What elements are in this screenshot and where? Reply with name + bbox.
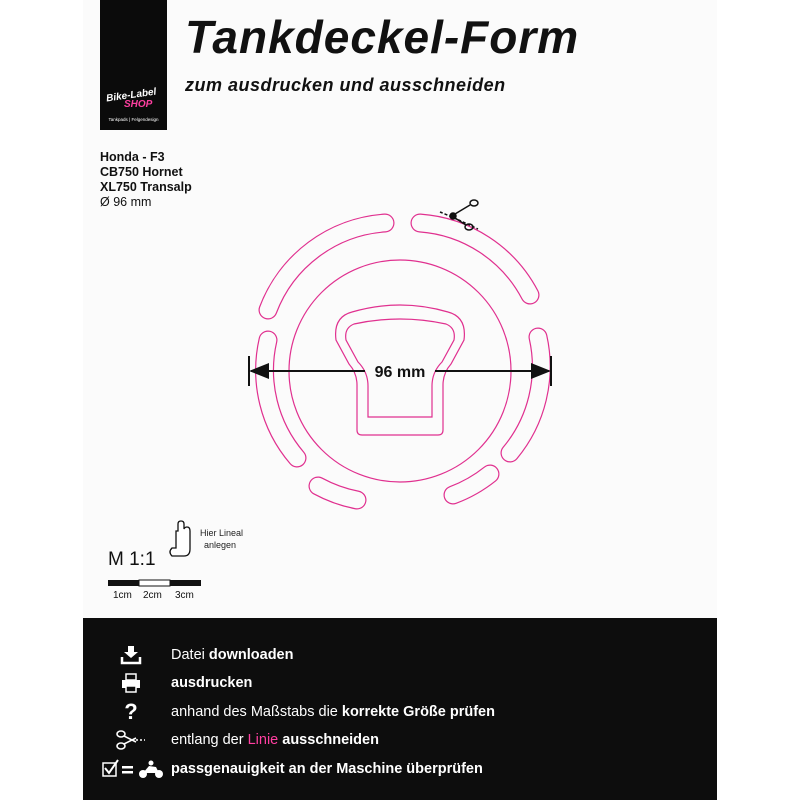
ruler-hint: Hier Lineal anlegen [200,527,243,551]
step-cut-text: entlang der Linie ausschneiden [171,732,379,748]
shop-logo: Bike-Label SHOP Tankpads | Felgendesign [100,0,167,130]
logo-text-shop: SHOP [124,99,153,110]
step-download-prefix: Datei [171,647,209,663]
outer-ring-segment [255,330,307,468]
step-verify-fit: passgenauigkeit an der Maschine überprüf… [83,758,717,780]
ruler-hint-line1: Hier Lineal [200,528,244,538]
step-check-size-prefix: anhand des Maßstabs die [171,704,342,720]
printer-icon [111,672,151,694]
model-name-1: Honda - F3 [100,150,165,164]
print-sheet [83,0,717,618]
scissors-icon [111,729,151,751]
model-name-2: CB750 Hornet [100,165,183,179]
logo-tagline: Tankpads | Felgendesign [108,117,159,122]
scale-label-2cm: 2cm [143,590,162,601]
page-subtitle: zum ausdrucken und ausschneiden [185,75,506,95]
model-name-3: XL750 Transalp [100,180,192,194]
cap-template-drawing: 96 mm [108,199,552,587]
outer-ring-segment [443,464,500,505]
scale-label-3cm: 3cm [175,590,194,601]
outer-ring-segment [258,213,395,320]
step-download-bold: downloaden [208,647,294,663]
step-download: Datei downloaden [83,644,717,666]
step-verify-fit-text: passgenauigkeit an der Maschine überprüf… [171,761,483,777]
ruler-hint-line2: anlegen [204,540,237,550]
step-check-size: ? anhand des Maßstabs die korrekte Größe… [83,699,717,724]
question-icon: ? [124,699,138,724]
step-check-size-text: anhand des Maßstabs die korrekte Größe p… [171,704,495,720]
cut-scissors-icon [439,199,479,231]
scale-ruler [108,579,201,587]
step-verify-fit-bold: passgenauigkeit an der Maschine überprüf… [171,761,483,777]
cap-key-outline [334,304,466,436]
step-cut-prefix: entlang der [171,732,248,748]
scale-title: M 1:1 [108,549,156,570]
diameter-spec: Ø 96 mm [100,195,152,209]
dimension-line [248,356,552,386]
pointing-hand-icon [169,520,191,557]
step-print-bold: ausdrucken [171,675,253,691]
step-cut-highlight: Linie [247,732,279,748]
step-print: ausdrucken [83,672,717,694]
instructions-panel: Datei downloaden ausdrucken ? anhand des… [83,618,717,800]
scale-label-1cm: 1cm [113,590,132,601]
outer-ring-segment [500,327,551,463]
cap-key-inner-outline [345,318,455,418]
checkbox-equals-motorcycle-icon [101,758,167,780]
step-print-text: ausdrucken [171,675,252,691]
step-download-text: Datei downloaden [171,647,293,663]
page-title: Tankdeckel-Form [185,11,580,63]
outer-ring-segment [410,213,540,305]
step-check-size-bold: korrekte Größe prüfen [341,704,495,720]
step-cut: entlang der Linie ausschneiden [83,729,717,751]
step-cut-bold: ausschneiden [278,732,379,748]
outer-ring-segment [308,476,367,510]
dimension-label: 96 mm [375,364,426,381]
download-icon [111,644,151,666]
